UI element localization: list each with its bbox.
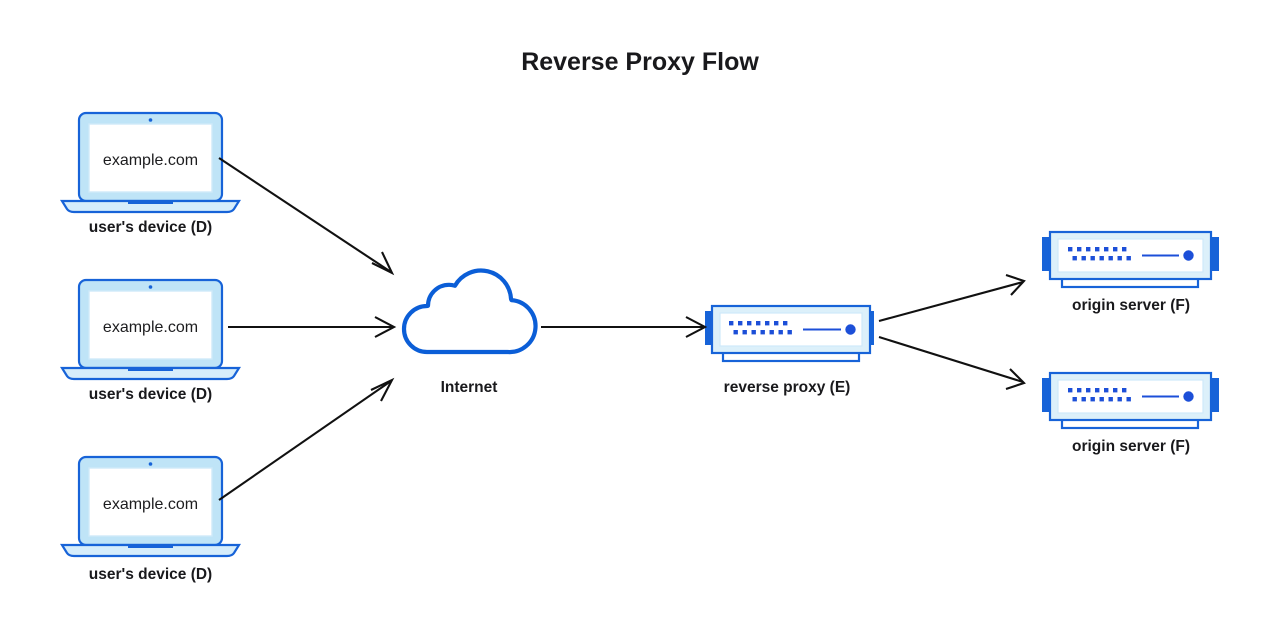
edge-client2-to-internet — [228, 316, 397, 338]
node-client-2: example.com user's device (D) — [60, 278, 241, 403]
server-led-icon — [1183, 250, 1194, 261]
node-label-client-3: user's device (D) — [89, 566, 212, 583]
laptop-screen-url: example.com — [103, 319, 198, 336]
server-faceplate — [1057, 379, 1204, 414]
server-vent-dots — [1068, 247, 1131, 261]
node-reverse-proxy: reverse proxy (E) — [705, 304, 874, 396]
server-right-tab — [1209, 237, 1219, 271]
page-title: Reverse Proxy Flow — [521, 48, 759, 76]
node-origin-2: origin server (F) — [1042, 371, 1219, 455]
server-left-tab — [705, 311, 715, 345]
laptop-camera-icon — [148, 285, 153, 289]
edge-client1-to-internet — [218, 157, 395, 276]
server-left-tab — [1042, 237, 1052, 271]
laptop-trackpad-notch — [128, 545, 173, 548]
edge-proxy-to-origin2 — [878, 335, 1026, 390]
laptop-trackpad-notch — [128, 201, 173, 204]
laptop-base — [60, 543, 241, 558]
node-label-internet: Internet — [441, 379, 498, 396]
node-client-1: example.com user's device (D) — [60, 111, 241, 236]
server-right-tab — [1209, 378, 1219, 412]
server-faceplate — [1057, 238, 1204, 273]
node-origin-1: origin server (F) — [1042, 230, 1219, 314]
laptop-camera-icon — [148, 118, 153, 122]
laptop-screen-url: example.com — [103, 496, 198, 513]
server-led-icon — [845, 324, 856, 335]
edge-client3-to-internet — [218, 377, 395, 501]
server-vent-dots — [729, 321, 792, 335]
laptop-screen — [88, 123, 213, 193]
laptop-base — [60, 199, 241, 214]
node-client-3: example.com user's device (D) — [60, 455, 241, 583]
cloud-icon — [401, 268, 538, 355]
node-label-client-2: user's device (D) — [89, 386, 212, 403]
node-internet: Internet — [401, 268, 538, 396]
laptop-camera-icon — [148, 462, 153, 466]
node-label-origin-1: origin server (F) — [1072, 297, 1190, 314]
server-led-icon — [1183, 391, 1194, 402]
laptop-trackpad-notch — [128, 368, 173, 371]
server-left-tab — [1042, 378, 1052, 412]
edge-proxy-to-origin1 — [878, 274, 1026, 323]
node-label-reverse-proxy: reverse proxy (E) — [724, 379, 851, 396]
laptop-base — [60, 366, 241, 381]
laptop-screen — [88, 290, 213, 360]
edge-internet-to-proxy — [541, 316, 708, 338]
node-label-origin-2: origin server (F) — [1072, 438, 1190, 455]
node-label-client-1: user's device (D) — [89, 219, 212, 236]
server-vent-dots — [1068, 388, 1131, 402]
laptop-screen-url: example.com — [103, 152, 198, 169]
laptop-screen — [88, 467, 213, 537]
